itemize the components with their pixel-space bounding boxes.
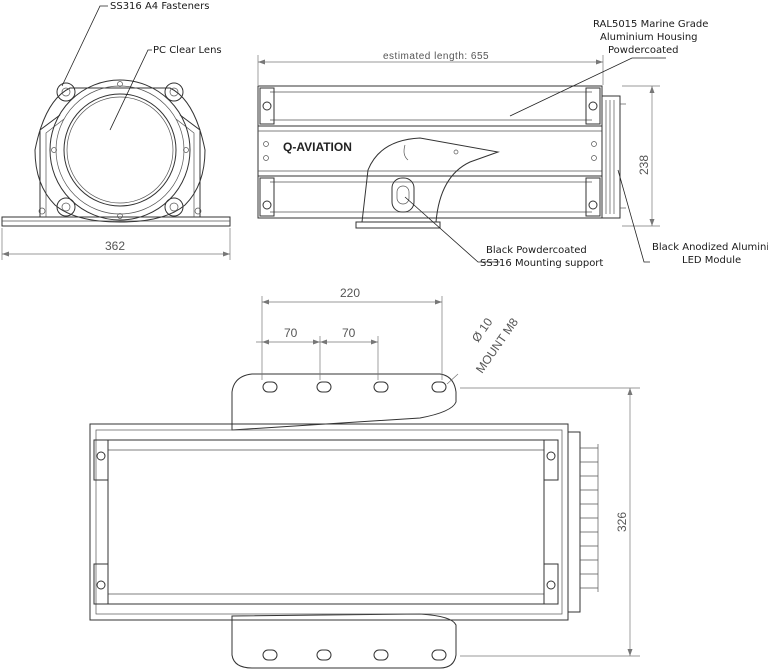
depth-dimension: 326 bbox=[615, 512, 629, 532]
housing-label-line1: RAL5015 Marine Grade bbox=[593, 19, 708, 30]
fastener-lug-br bbox=[164, 197, 184, 217]
front-width-dimension: 362 bbox=[105, 239, 125, 253]
support-label-line2: SS316 Mounting support bbox=[480, 258, 603, 269]
length-dimension: estimated length: 655 bbox=[383, 51, 489, 62]
fastener-lug-tl bbox=[56, 82, 76, 102]
module-label-line2: LED Module bbox=[682, 255, 741, 266]
housing-label-line3: Powdercoated bbox=[608, 45, 679, 56]
fasteners-label: SS316 A4 Fasteners bbox=[110, 1, 209, 12]
hole-pitch-a-dimension: 70 bbox=[284, 326, 298, 340]
module-label-line1: Black Anodized Aluminium bbox=[652, 242, 768, 253]
lens-label: PC Clear Lens bbox=[153, 45, 222, 56]
hole-span-dimension: 220 bbox=[340, 286, 360, 300]
side-view bbox=[257, 55, 666, 263]
top-view bbox=[89, 296, 640, 669]
housing-label-line2: Aluminium Housing bbox=[600, 32, 698, 43]
brand-label: Q-AVIATION bbox=[283, 140, 352, 154]
front-view bbox=[1, 5, 231, 260]
hole-pitch-b-dimension: 70 bbox=[342, 326, 356, 340]
height-dimension: 238 bbox=[637, 155, 651, 175]
support-label-line1: Black Powdercoated bbox=[486, 245, 587, 256]
fastener-lug-tr bbox=[164, 82, 184, 102]
fastener-lug-bl bbox=[56, 197, 76, 217]
